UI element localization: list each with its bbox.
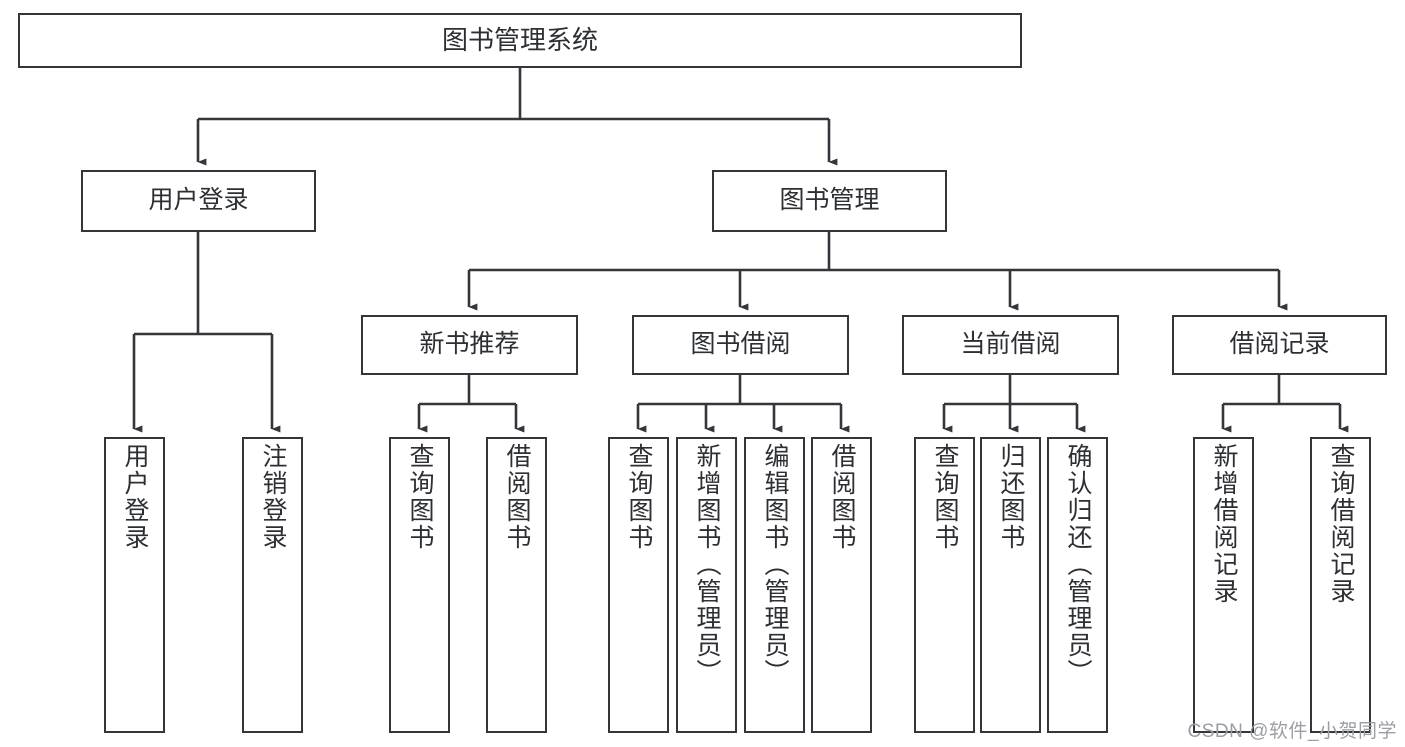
node-leaf-user-login[interactable]: 用户登录 (104, 437, 165, 733)
node-label: 查询借阅记录 (1327, 443, 1355, 605)
node-label: 编辑图书（管理员） (761, 443, 789, 686)
node-label: 借阅图书 (828, 443, 856, 551)
node-leaf-add-borrow-record[interactable]: 新增借阅记录 (1193, 437, 1254, 733)
node-leaf-borrow-book-1[interactable]: 借阅图书 (486, 437, 547, 733)
node-current-borrow[interactable]: 当前借阅 (902, 315, 1119, 375)
node-label: 新增图书（管理员） (693, 443, 721, 686)
node-user-login[interactable]: 用户登录 (81, 170, 316, 232)
node-label: 确认归还（管理员） (1064, 443, 1092, 686)
node-book-management[interactable]: 图书管理 (712, 170, 947, 232)
node-root-system[interactable]: 图书管理系统 (18, 13, 1022, 68)
node-borrow-record[interactable]: 借阅记录 (1172, 315, 1387, 375)
node-label: 图书管理系统 (441, 25, 598, 56)
node-label: 归还图书 (997, 443, 1025, 551)
node-label: 查询图书 (406, 443, 434, 551)
node-label: 图书借阅 (690, 330, 791, 359)
node-label: 图书管理 (779, 186, 880, 215)
node-label: 用户登录 (121, 443, 149, 551)
watermark-text: CSDN @软件_小贺同学 (1187, 721, 1397, 742)
node-label: 用户登录 (148, 186, 249, 215)
node-label: 借阅图书 (503, 443, 531, 551)
node-leaf-confirm-return[interactable]: 确认归还（管理员） (1047, 437, 1108, 733)
node-label: 查询图书 (625, 443, 653, 551)
node-leaf-add-book[interactable]: 新增图书（管理员） (676, 437, 737, 733)
node-leaf-logout-login[interactable]: 注销登录 (242, 437, 303, 733)
node-leaf-edit-book[interactable]: 编辑图书（管理员） (744, 437, 805, 733)
node-label: 新增借阅记录 (1210, 443, 1238, 605)
node-label: 借阅记录 (1229, 330, 1330, 359)
node-new-book-recommend[interactable]: 新书推荐 (361, 315, 578, 375)
node-leaf-query-book-1[interactable]: 查询图书 (389, 437, 450, 733)
node-label: 注销登录 (259, 443, 287, 551)
node-leaf-borrow-book-2[interactable]: 借阅图书 (811, 437, 872, 733)
node-label: 查询图书 (931, 443, 959, 551)
node-label: 新书推荐 (419, 330, 520, 359)
node-leaf-return-book[interactable]: 归还图书 (980, 437, 1041, 733)
node-leaf-query-book-3[interactable]: 查询图书 (914, 437, 975, 733)
node-label: 当前借阅 (960, 330, 1061, 359)
node-leaf-query-borrow-record[interactable]: 查询借阅记录 (1310, 437, 1371, 733)
node-leaf-query-book-2[interactable]: 查询图书 (608, 437, 669, 733)
node-book-borrow[interactable]: 图书借阅 (632, 315, 849, 375)
